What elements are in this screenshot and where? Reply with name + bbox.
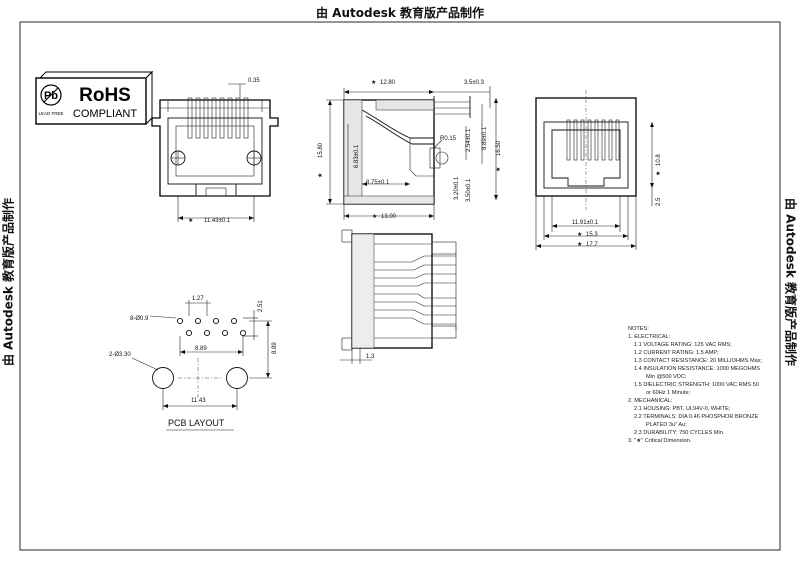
notes-line-11: 2.2 TERMINALS: DIA 0.46 PHOSPHOR BRONZE	[634, 414, 759, 420]
front-contacts	[187, 97, 249, 139]
side-dim-height-4: 8.89±0.1	[482, 126, 488, 150]
notes-line-12: PLATED 3u" Au;	[646, 422, 687, 428]
bottom-pins	[374, 255, 456, 325]
notes-line-10: 2.1 HOUSING: PBT, UL94V-0, WHITE;	[634, 406, 731, 412]
bottom-dim: 1.3	[366, 354, 375, 360]
pcb-layout-title: PCB LAYOUT	[168, 418, 225, 428]
lead-free-text: LEAD FREE	[38, 111, 63, 116]
side-dim-mid-3: 3.50±0.1	[466, 178, 472, 202]
sheet-border	[19, 21, 781, 551]
rohs-logo: Pb LEAD FREE RoHS COMPLIANT	[35, 70, 154, 126]
notes-line-6: Min @500 VDC;	[646, 374, 687, 380]
pcb-row-offset: 2.51	[258, 300, 264, 312]
svg-text:★: ★	[577, 231, 582, 238]
pcb-span-small: 8.89	[195, 346, 207, 352]
side-dim-mid-2: 3.20±0.1	[454, 176, 460, 200]
side-dim-height-2: 6.83±0.1	[354, 144, 360, 168]
pcb-pitch: 1.27	[192, 296, 204, 302]
front-view: 11.43±0.1 ★ 0.35	[151, 78, 279, 224]
svg-text:★: ★	[577, 241, 582, 248]
pcb-span-height: 8.89	[272, 342, 278, 354]
right-contacts	[566, 119, 620, 161]
pcb-layout: 1.27 2.51 8-Ø0.9 2-Ø3.30 8.89 8.89 11.43…	[109, 296, 278, 431]
watermark-top: 由 Autodesk 教育版产品制作	[315, 6, 485, 20]
notes-line-14: 3. "★" Critical Dimension.	[628, 437, 692, 444]
side-view: ★ 12.80 3.5±0.3 15.80 ★ 6.83±0.1 2.54±0.…	[317, 79, 502, 220]
right-dim-height-1: 10.8	[656, 154, 662, 166]
pcb-hole-label: 8-Ø0.9	[130, 316, 149, 322]
right-dim-width-3: 17.7	[586, 242, 598, 248]
side-dim-top-1: 12.80	[380, 80, 396, 86]
notes-line-1: 1. ELECTRICAL:	[628, 334, 671, 340]
rohs-subtitle: COMPLIANT	[73, 108, 137, 120]
svg-text:★: ★	[655, 171, 662, 176]
svg-text:★: ★	[188, 217, 193, 224]
svg-text:★: ★	[371, 79, 376, 86]
lead-free-icon	[40, 84, 62, 106]
notes-line-2: 1.1 VOLTAGE RATING: 125 VAC RMS;	[634, 342, 732, 348]
pcb-holes	[176, 317, 247, 337]
notes-line-3: 1.2 CURRENT RATING: 1.5 AMP;	[634, 350, 719, 356]
notes-block: NOTES: 1. ELECTRICAL: 1.1 VOLTAGE RATING…	[628, 326, 763, 444]
notes-heading: NOTES:	[628, 326, 649, 332]
side-radius: R0.15	[440, 136, 457, 142]
notes-line-5: 1.4 INSULATION RESISTANCE: 1000 MEGOHMS	[634, 366, 760, 372]
notes-line-9: 2. MECHANICAL:	[628, 398, 673, 404]
pcb-mount-label: 2-Ø3.30	[109, 352, 131, 358]
side-dim-height-3: 2.54±0.1	[466, 128, 472, 152]
notes-line-8: or 60Hz 1 Minute;	[646, 390, 691, 396]
right-dim-width-1: 11.91±0.1	[572, 220, 599, 226]
mount-hole-right	[226, 367, 248, 389]
rohs-title: RoHS	[79, 85, 131, 106]
mount-hole-left	[152, 367, 174, 389]
pcb-span-large: 11.43	[191, 398, 206, 404]
notes-line-13: 2.3 DURABILITY: 750 CYCLES Min.	[634, 430, 725, 436]
side-dim-height-5: 16.50	[496, 140, 502, 156]
side-dim-mid-1: 8.75±0.1	[366, 180, 390, 186]
right-dim-width-2: 15.3	[586, 232, 598, 238]
front-pin-dim: 0.35	[248, 78, 260, 84]
svg-text:★: ★	[495, 167, 502, 172]
right-dim-height-2: 2.5	[656, 197, 662, 206]
right-view: 10.8 ★ 2.5 11.91±0.1 ★ 15.3 ★ 17.7	[535, 90, 662, 250]
front-width-dim: 11.43±0.1	[204, 218, 231, 224]
bottom-view: 1.3	[340, 229, 457, 364]
notes-line-4: 1.3 CONTACT RESISTANCE: 20 MILLIOHMS Max…	[634, 358, 763, 364]
side-dim-bottom: 13.00	[381, 214, 397, 220]
svg-text:★: ★	[372, 213, 377, 220]
svg-text:★: ★	[317, 173, 324, 178]
side-dim-height-1: 15.80	[318, 142, 324, 158]
side-dim-top-2: 3.5±0.3	[464, 80, 485, 86]
notes-line-7: 1.5 DIELECTRIC STRENGTH: 1000 VAC RMS 50	[634, 382, 759, 388]
